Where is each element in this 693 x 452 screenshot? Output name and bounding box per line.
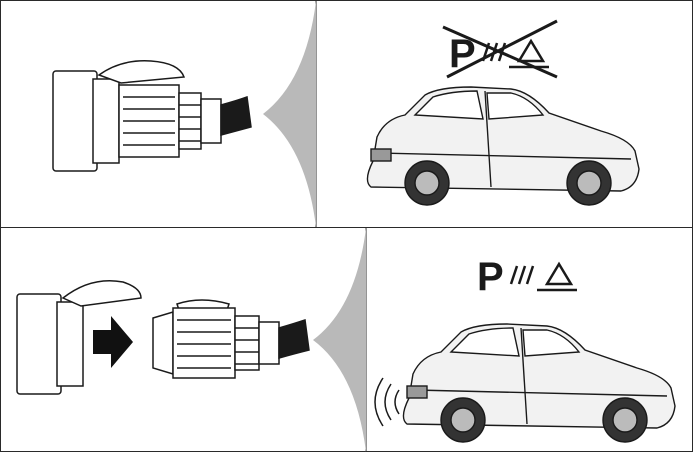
bottom-panel: P <box>1 228 692 452</box>
car-illustration <box>367 87 639 205</box>
car-illustration <box>403 324 675 442</box>
parking-symbol-disabled: P <box>443 21 557 77</box>
trailer-socket-connected <box>53 61 251 171</box>
parking-letter: P <box>477 255 504 299</box>
parking-symbol-active: P <box>477 255 577 299</box>
top-panel: P <box>1 1 692 228</box>
bottom-panel-illustration: P <box>1 228 692 452</box>
sensor-waves-icon <box>375 378 399 426</box>
top-panel-illustration: P <box>1 1 692 227</box>
divider-wedge <box>313 228 366 452</box>
divider-wedge <box>263 1 316 227</box>
trailer-plug <box>153 300 309 378</box>
disconnect-arrow-icon <box>93 316 133 368</box>
